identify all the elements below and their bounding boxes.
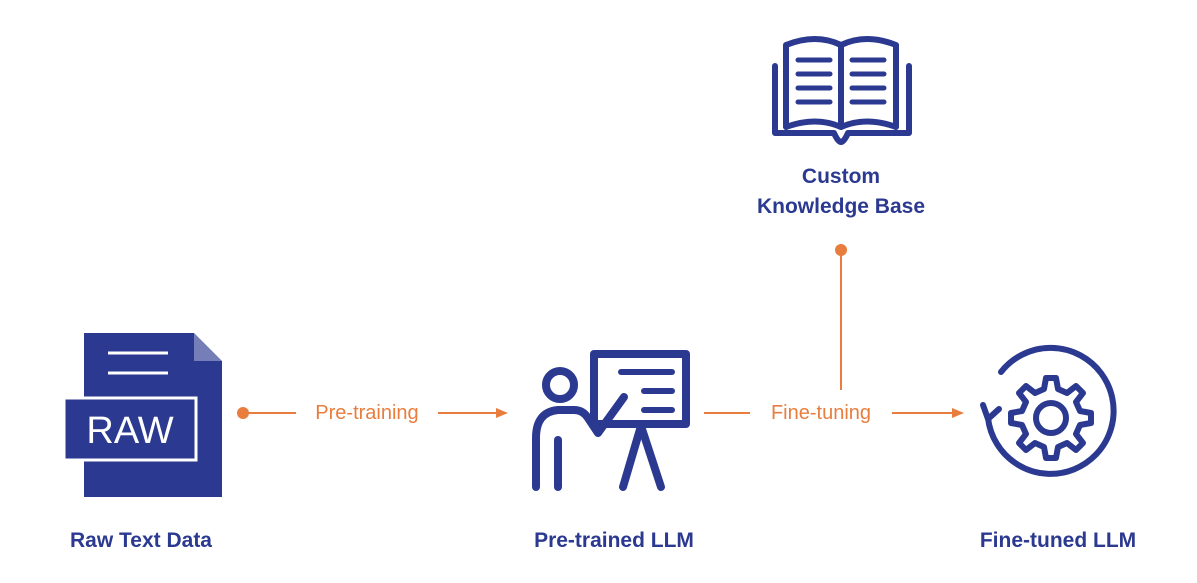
- node-label-finetuned-llm: Fine-tuned LLM: [979, 529, 1137, 552]
- raw-file-icon-text: RAW: [86, 410, 173, 452]
- presenter-board-icon: [532, 350, 690, 491]
- node-label-knowledge-line1: Custom: [801, 165, 881, 188]
- open-book-icon: [772, 36, 912, 145]
- node-label-pretrained-llm: Pre-trained LLM: [534, 529, 694, 552]
- raw-file-icon: RAW: [62, 333, 222, 497]
- gear-cycle-icon: [980, 344, 1117, 477]
- node-label-raw-text-data: Raw Text Data: [70, 529, 212, 552]
- node-label-knowledge-line2: Knowledge Base: [756, 195, 926, 218]
- edge-knowledge: [835, 244, 847, 390]
- edge-label-finetuning: Fine-tuning: [750, 401, 892, 425]
- edge-label-pretraining: Pre-training: [296, 401, 438, 425]
